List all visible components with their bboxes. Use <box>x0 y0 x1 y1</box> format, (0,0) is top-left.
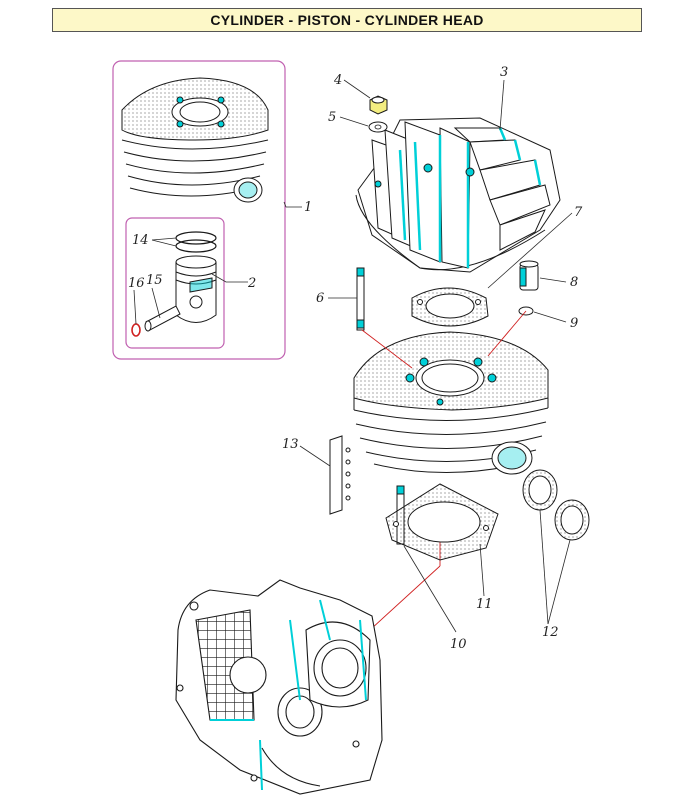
base-gasket <box>385 483 499 561</box>
reed-plate <box>329 435 351 515</box>
callout-2: 2 <box>247 276 256 291</box>
callout-9: 9 <box>570 316 578 331</box>
dowel-sleeve <box>519 260 539 291</box>
circlip <box>131 323 141 337</box>
callout-3: 3 <box>500 65 508 80</box>
callout-11: 11 <box>476 597 493 612</box>
callout-10: 10 <box>450 637 467 652</box>
nut <box>369 95 388 115</box>
diagram-title: CYLINDER - PISTON - CYLINDER HEAD <box>210 12 484 28</box>
title-box: CYLINDER - PISTON - CYLINDER HEAD <box>52 8 642 32</box>
exhaust-gaskets <box>522 469 590 541</box>
callout-13: 13 <box>282 437 299 452</box>
cylinder-head <box>355 117 561 273</box>
callout-4: 4 <box>333 73 342 88</box>
leader-lines <box>133 79 573 633</box>
inset-cylinder <box>121 77 269 203</box>
piston <box>175 255 217 323</box>
callout-15: 15 <box>146 273 163 288</box>
head-gasket <box>411 287 489 327</box>
stud <box>356 267 365 331</box>
callout-8: 8 <box>570 275 578 290</box>
callout-7: 7 <box>574 205 583 220</box>
callout-6: 6 <box>316 291 324 306</box>
callout-labels: 1 2 3 4 5 6 7 8 9 10 11 12 13 14 15 16 <box>128 65 583 652</box>
callout-14: 14 <box>132 233 149 248</box>
inset-frame <box>112 60 286 360</box>
callout-1: 1 <box>304 200 312 215</box>
piston-pin <box>144 305 181 332</box>
callout-16: 16 <box>128 276 145 291</box>
crankcase <box>175 579 383 795</box>
callout-12: 12 <box>542 625 559 640</box>
cylinder <box>353 331 549 475</box>
callout-5: 5 <box>328 110 336 125</box>
piston-rings <box>175 231 217 253</box>
